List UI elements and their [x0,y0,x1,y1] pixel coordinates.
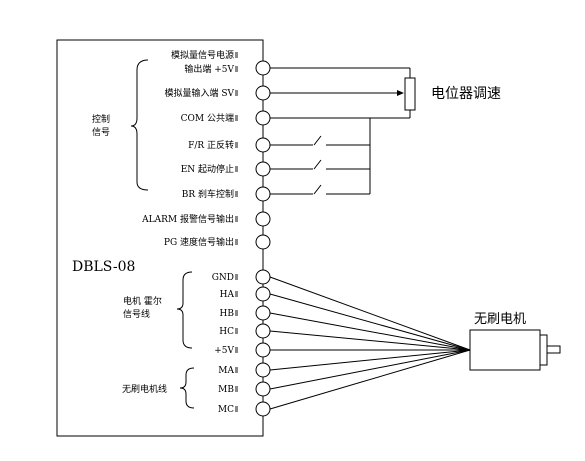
terminal-label: 模拟量输入端 SV [164,87,234,99]
return-mark [235,291,238,297]
terminal-label: HA [220,290,235,300]
motor-wire [269,349,471,390]
terminal-t9 [255,269,271,285]
return-mark [235,191,238,197]
terminal-label: 模拟量信号电源 [171,49,234,61]
motor-group-label: 无刷电机线 [122,383,167,395]
brushless-motor [469,329,561,371]
return-mark [235,115,238,121]
terminal-label: MA [218,366,234,376]
potentiometer [404,77,416,111]
terminal-label: ALARM 报警信号输出 [141,213,234,225]
return-mark [235,90,238,96]
terminal-t5 [255,161,271,177]
return-mark [235,310,238,316]
terminal-label: COM 公共端 [181,112,234,124]
return-mark [235,274,238,280]
motor-wires [269,276,471,410]
terminal-label: F/R 正反转 [188,139,234,151]
terminal-label: GND [212,273,234,283]
return-mark [235,216,238,222]
return-mark [235,166,238,172]
terminal-label: MC [218,405,234,415]
hall-brace [176,271,193,349]
motor-wire [269,330,471,351]
potentiometer-label: 电位器调速 [431,86,501,102]
terminal-label: HB [220,309,235,319]
motor-wire [269,349,471,371]
motor-brace [179,367,195,409]
terminal-t4 [255,137,271,153]
motor-wire [269,276,471,351]
motor-wire [269,293,471,351]
return-mark [235,386,238,392]
motor-label: 无刷电机 [474,312,526,327]
motor-wire [269,312,471,351]
model-label: DBLS-08 [72,259,135,275]
terminal-label: MB [218,385,234,395]
control-group-label: 控制 [92,113,110,125]
terminal-t6 [255,186,271,202]
terminal-label: PG 速度信号输出 [164,236,234,248]
terminal-t14 [255,362,271,378]
terminal-t15 [255,381,271,397]
terminal-t1 [255,60,271,76]
terminal-label: BR 刹车控制 [182,188,234,200]
return-mark [235,367,238,373]
return-mark [235,406,238,412]
terminal-label: +5V [214,346,234,356]
hall-group-label: 电机 霍尔 [123,295,162,307]
terminal-t11 [255,305,271,321]
terminal-t7 [255,211,271,227]
terminal-block [255,60,271,417]
terminal-t2 [255,85,271,101]
control-brace [130,59,149,191]
driver-box [56,39,264,437]
return-mark [235,52,238,58]
return-mark [235,347,238,353]
terminal-t13 [255,342,271,358]
terminal-label: HC [219,327,234,337]
terminal-t12 [255,323,271,339]
terminal-label: EN 起动停止 [181,163,234,175]
terminal-t8 [255,234,271,250]
return-mark [235,142,238,148]
terminal-t16 [255,401,271,417]
return-mark [235,239,238,245]
motor-wire [269,349,471,410]
terminal-t10 [255,286,271,302]
terminal-label: 输出端 +5V [184,63,234,75]
hall-group-label: 信号线 [123,308,150,320]
potentiometer-wiring [270,67,416,119]
control-group-label: 信号 [92,126,110,138]
wiper-arrow [397,90,404,96]
switch-wiring [270,118,371,195]
return-mark [235,328,238,334]
terminal-t3 [255,110,271,126]
return-mark [235,66,238,72]
